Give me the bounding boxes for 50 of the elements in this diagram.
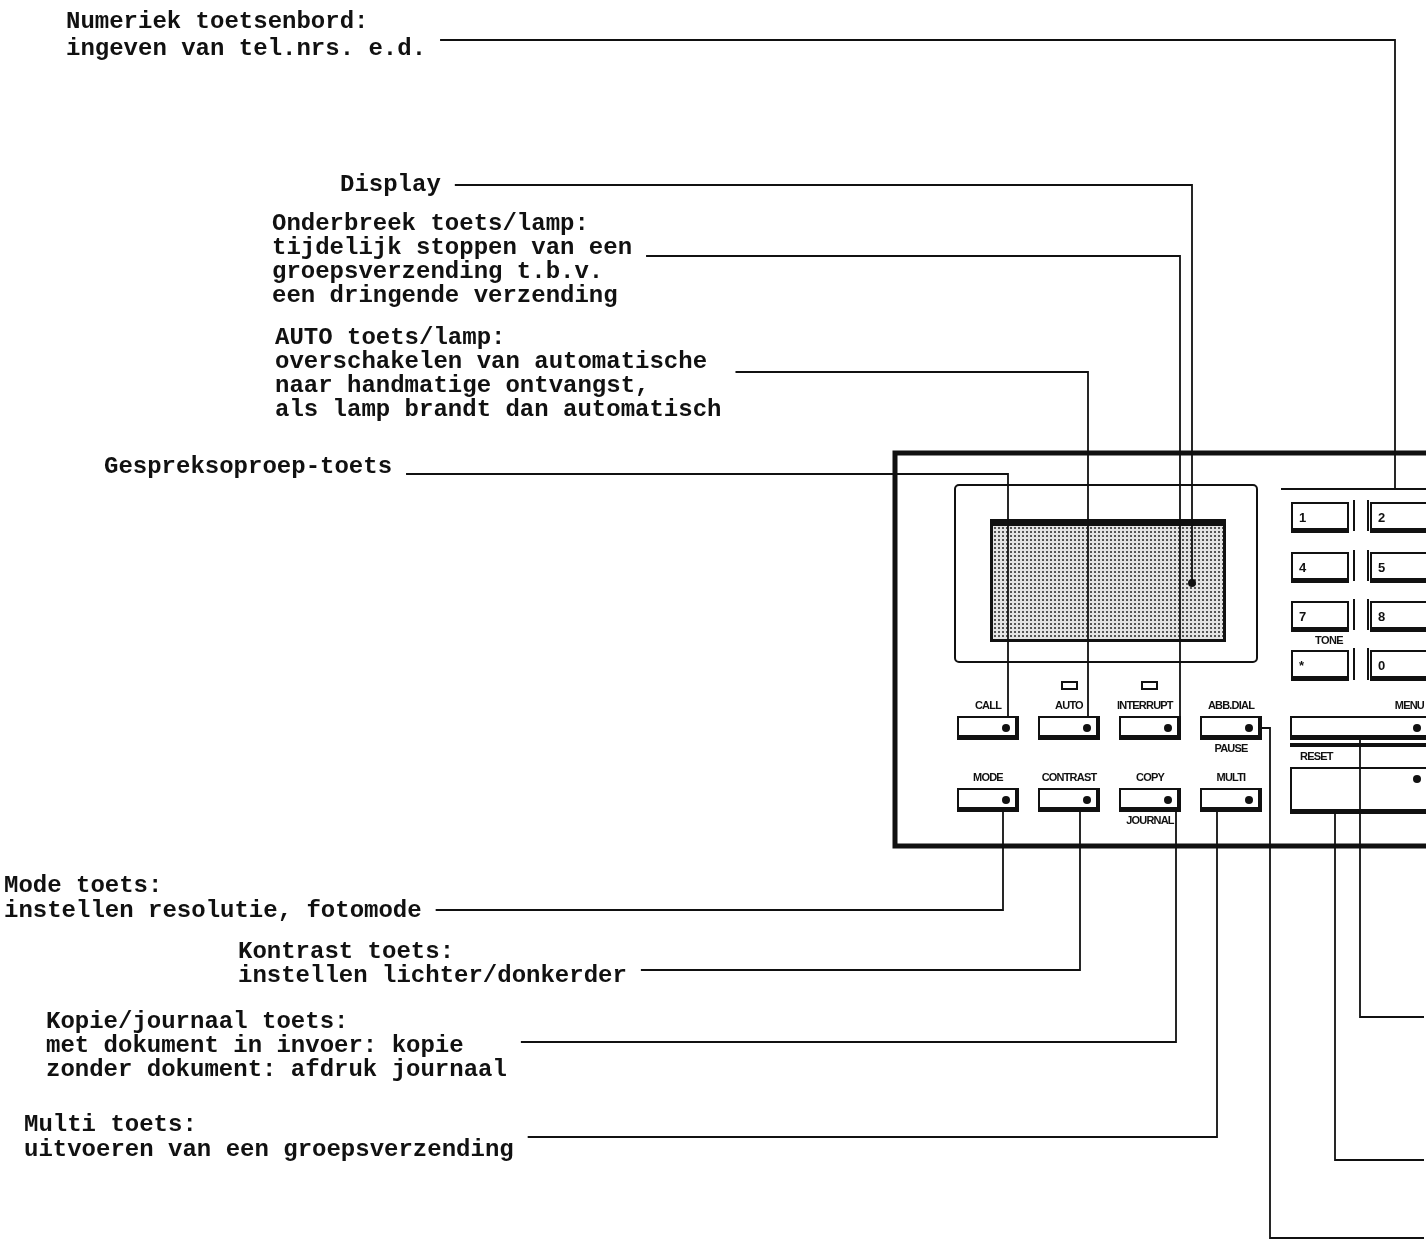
callout-text: instellen lichter/donkerder	[238, 964, 627, 988]
leader-line	[1261, 727, 1425, 1239]
leader-line	[640, 811, 1081, 971]
key-label: AUTO	[1054, 699, 1084, 712]
callout-heading: AUTO toets/lamp:	[275, 326, 507, 350]
key-label: MODE	[972, 771, 1005, 784]
callout-heading: Mode toets:	[4, 873, 164, 898]
keypad-key: *	[1291, 650, 1349, 681]
leader-line	[734, 371, 1089, 717]
leader-line	[1359, 739, 1425, 1018]
leader-line	[434, 811, 1004, 911]
key-label: INTERRUPT	[1117, 699, 1173, 712]
display-screen	[990, 519, 1226, 642]
leader-line	[1334, 813, 1425, 1161]
callout-heading: Onderbreek toets/lamp:	[272, 212, 590, 236]
leader-line	[453, 184, 1196, 587]
key-label: CALL	[973, 699, 1003, 712]
callout-text: tijdelijk stoppen van een groepsverzending t.b.v. een dringende verzending	[272, 236, 633, 308]
key-label: MULTI	[1215, 771, 1247, 784]
callout-text: met dokument in invoer: kopie zonder dokument: afdruk journaal	[46, 1034, 507, 1082]
callout-heading: Kopie/journaal toets:	[46, 1010, 349, 1034]
leader-line	[526, 811, 1218, 1138]
keypad-key: 1	[1291, 502, 1349, 533]
key-label: TONE	[1315, 634, 1343, 646]
callout-text: ingeven van tel.nrs. e.d.	[66, 35, 427, 62]
keypad-key: 4	[1291, 552, 1349, 583]
key-label: PAUSE	[1213, 742, 1249, 755]
key-label: MENU	[1394, 699, 1424, 712]
key-label: COPY	[1135, 771, 1166, 784]
callout-heading: Kontrast toets:	[238, 940, 455, 964]
keypad-key: 7	[1291, 601, 1349, 632]
callout-text: overschakelen van automatische naar handmatige ontvangst, als lamp brandt dan automatisch	[275, 350, 722, 422]
callout-text: Display	[340, 173, 441, 197]
keypad-key: 8	[1370, 601, 1426, 632]
key-label: ABB.DIAL	[1206, 699, 1256, 712]
keypad-key: 5	[1370, 552, 1426, 583]
key-label: RESET	[1300, 750, 1333, 763]
leader-line	[645, 255, 1181, 717]
callout-text: instellen resolutie, fotomode	[4, 898, 422, 923]
callout-heading: Numeriek toetsenbord:	[66, 8, 370, 35]
key-label: CONTRAST	[1040, 771, 1098, 784]
leader-line	[405, 473, 1009, 717]
callout-text: uitvoeren van een groepsverzending	[24, 1137, 514, 1162]
keypad-key: 2	[1370, 502, 1426, 533]
callout-heading: Multi toets:	[24, 1112, 198, 1137]
leader-line	[439, 39, 1396, 489]
callout-text: Gespreksoproep-toets	[104, 455, 393, 479]
leader-line	[520, 811, 1177, 1043]
key-label: JOURNAL	[1125, 814, 1175, 827]
keypad-key: 0	[1370, 650, 1426, 681]
